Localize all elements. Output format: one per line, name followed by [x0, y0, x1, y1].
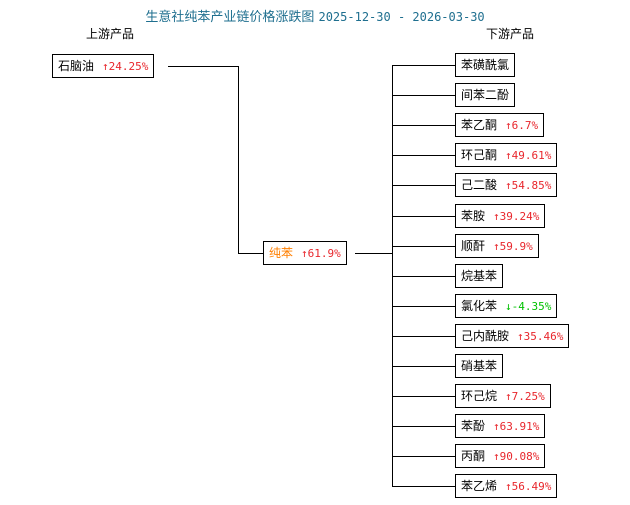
node-change-value: 61.9% [307, 246, 341, 260]
downstream-node[interactable]: 己二酸 ↑54.85% [455, 173, 558, 197]
downstream-node[interactable]: 丙酮 ↑90.08% [455, 444, 546, 468]
node-change: ↑24.25% [102, 61, 148, 72]
node-label: 环己烷 [461, 389, 498, 403]
downstream-node[interactable]: 间苯二酚 [455, 83, 516, 107]
downstream-column-header: 下游产品 [485, 27, 534, 41]
up-arrow-icon: ↑ [493, 449, 500, 463]
center-node-benzene[interactable]: 纯苯 ↑61.9% [263, 241, 347, 265]
node-change-value: 56.49% [511, 479, 552, 493]
node-label: 间苯二酚 [461, 88, 510, 102]
node-change: ↑35.46% [517, 331, 563, 342]
downstream-node[interactable]: 环己酮 ↑49.61% [455, 143, 558, 167]
upstream-column-header: 上游产品 [85, 27, 134, 41]
node-change-value: -4.35% [511, 299, 552, 313]
connector-downstream-trunk [392, 65, 393, 486]
node-change-value: 35.46% [523, 329, 564, 343]
node-change-value: 39.24% [499, 209, 540, 223]
node-change-value: 59.9% [499, 239, 533, 253]
downstream-node[interactable]: 苯磺酰氯 [455, 53, 516, 77]
node-change-value: 24.25% [108, 59, 149, 73]
downstream-node[interactable]: 顺酐 ↑59.9% [455, 234, 539, 258]
downstream-node[interactable]: 环己烷 ↑7.25% [455, 384, 551, 408]
node-change: ↑63.91% [493, 421, 539, 432]
up-arrow-icon: ↑ [517, 329, 524, 343]
node-change: ↑39.24% [493, 211, 539, 222]
up-arrow-icon: ↑ [493, 209, 500, 223]
title-text: 生意社纯苯产业链价格涨跌图 [145, 10, 315, 25]
up-arrow-icon: ↑ [505, 178, 512, 192]
node-label: 苯乙酮 [461, 118, 498, 132]
connector-branch [392, 216, 455, 217]
node-change-value: 63.91% [499, 419, 540, 433]
node-label: 苯酚 [461, 419, 486, 433]
downstream-node[interactable]: 苯乙酮 ↑6.7% [455, 113, 545, 137]
node-label: 苯胺 [461, 209, 486, 223]
node-label: 硝基苯 [461, 359, 498, 373]
connector-branch [392, 155, 455, 156]
up-arrow-icon: ↑ [505, 118, 512, 132]
connector-branch [392, 336, 455, 337]
node-change: ↑61.9% [301, 248, 341, 259]
node-change: ↑54.85% [505, 180, 551, 191]
up-arrow-icon: ↑ [493, 419, 500, 433]
node-label: 石脑油 [58, 59, 95, 73]
node-change-value: 90.08% [499, 449, 540, 463]
downstream-node[interactable]: 苯酚 ↑63.91% [455, 414, 546, 438]
up-arrow-icon: ↑ [493, 239, 500, 253]
node-change-value: 54.85% [511, 178, 552, 192]
downstream-node[interactable]: 苯胺 ↑39.24% [455, 204, 546, 228]
connector-upstream-horizontal-top [168, 66, 239, 67]
node-change-value: 49.61% [511, 148, 552, 162]
downstream-node[interactable]: 苯乙烯 ↑56.49% [455, 474, 558, 498]
node-label: 顺酐 [461, 239, 486, 253]
up-arrow-icon: ↑ [505, 148, 512, 162]
connector-branch [392, 396, 455, 397]
node-label: 苯乙烯 [461, 479, 498, 493]
up-arrow-icon: ↑ [505, 389, 512, 403]
node-label: 苯磺酰氯 [461, 58, 510, 72]
up-arrow-icon: ↑ [301, 246, 308, 260]
node-change-value: 7.25% [511, 389, 545, 403]
connector-branch [392, 246, 455, 247]
node-label: 环己酮 [461, 148, 498, 162]
node-label: 烷基苯 [461, 269, 498, 283]
downstream-node[interactable]: 己内酰胺 ↑35.46% [455, 324, 570, 348]
downstream-node[interactable]: 氯化苯 ↓-4.35% [455, 294, 558, 318]
connector-branch [392, 486, 455, 487]
up-arrow-icon: ↑ [102, 59, 109, 73]
connector-branch [392, 306, 455, 307]
connector-upstream-vertical [238, 66, 239, 254]
connector-branch [392, 276, 455, 277]
node-label: 丙酮 [461, 449, 486, 463]
node-change: ↓-4.35% [505, 301, 551, 312]
connector-upstream-horizontal-bottom [238, 253, 264, 254]
date-range: 2025-12-30 - 2026-03-30 [318, 10, 485, 24]
connector-branch [392, 65, 455, 66]
node-change-value: 6.7% [511, 118, 539, 132]
upstream-node-naphtha[interactable]: 石脑油 ↑24.25% [52, 54, 155, 78]
connector-branch [392, 95, 455, 96]
connector-branch [392, 125, 455, 126]
downstream-node[interactable]: 硝基苯 [455, 354, 504, 378]
node-change: ↑6.7% [505, 120, 538, 131]
node-label: 纯苯 [269, 246, 294, 260]
node-change: ↑56.49% [505, 481, 551, 492]
connector-branch [392, 366, 455, 367]
node-label: 氯化苯 [461, 299, 498, 313]
node-change: ↑90.08% [493, 451, 539, 462]
downstream-node[interactable]: 烷基苯 [455, 264, 504, 288]
node-label: 己内酰胺 [461, 329, 510, 343]
connector-center-to-trunk [355, 253, 393, 254]
connector-branch [392, 456, 455, 457]
node-label: 己二酸 [461, 178, 498, 192]
connector-branch [392, 426, 455, 427]
node-change: ↑59.9% [493, 241, 533, 252]
node-change: ↑7.25% [505, 391, 545, 402]
up-arrow-icon: ↑ [505, 479, 512, 493]
down-arrow-icon: ↓ [505, 299, 512, 313]
node-change: ↑49.61% [505, 150, 551, 161]
connector-branch [392, 185, 455, 186]
page-title: 生意社纯苯产业链价格涨跌图 2025-12-30 - 2026-03-30 [0, 9, 630, 26]
